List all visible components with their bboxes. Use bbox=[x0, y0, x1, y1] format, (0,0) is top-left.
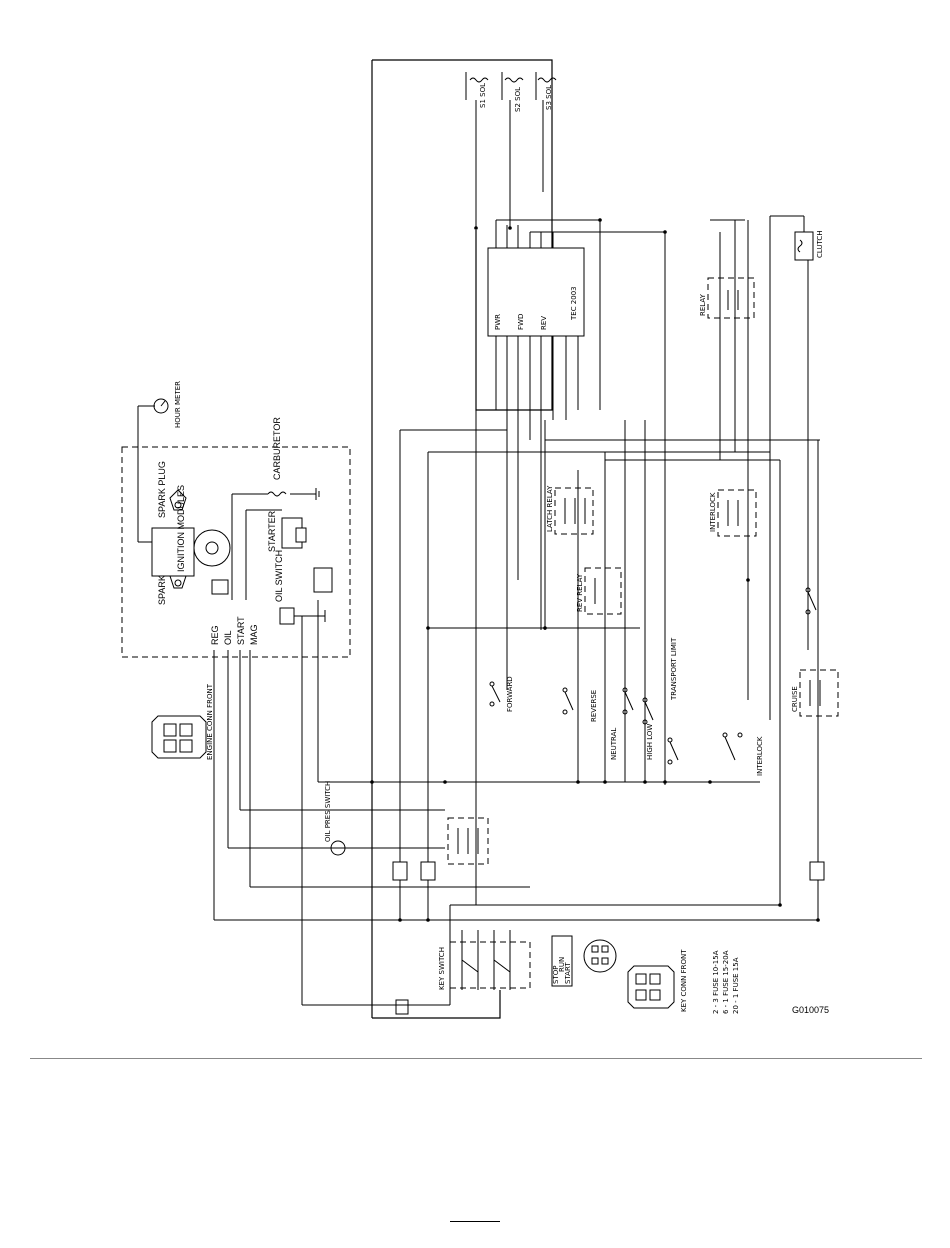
svg-text:S2 SOL: S2 SOL bbox=[514, 87, 522, 112]
key-conn-label: KEY CONN FRONT bbox=[680, 949, 688, 1012]
svg-text:S3 SOL: S3 SOL bbox=[545, 85, 553, 110]
harness-vertical-runs bbox=[399, 216, 819, 920]
controller-module: TEC 2003 PWR FWD REV bbox=[487, 220, 585, 630]
key-pos-stop: STOP bbox=[552, 966, 560, 984]
switch-high-low: HIGH LOW bbox=[642, 697, 654, 760]
switch-neutral: NEUTRAL bbox=[610, 687, 634, 760]
svg-text:RELAY: RELAY bbox=[699, 293, 707, 316]
svg-text:FORWARD: FORWARD bbox=[506, 676, 514, 712]
starter-icon bbox=[281, 517, 307, 549]
page-footer-rule bbox=[450, 1221, 500, 1222]
terminal-start-label: START bbox=[236, 616, 246, 645]
reverse-relay: REV RELAY bbox=[576, 567, 622, 615]
regulator-icon bbox=[313, 567, 333, 593]
solenoid-coil-2 bbox=[501, 72, 524, 228]
key-pos-run: RUN bbox=[558, 957, 566, 972]
key-switch-label: KEY SWITCH bbox=[438, 947, 446, 990]
svg-text:REV: REV bbox=[540, 316, 548, 330]
latching-relay: LATCH RELAY bbox=[546, 485, 594, 535]
spark-plug-bottom-label: SPARK PLUG bbox=[157, 548, 167, 605]
svg-text:PWR: PWR bbox=[494, 314, 502, 330]
key-pos-start: START bbox=[564, 962, 572, 984]
oil-switch-icon bbox=[279, 607, 326, 625]
key-connector-front: KEY CONN FRONT bbox=[627, 949, 688, 1012]
spark-plug-top-label: SPARK PLUG bbox=[157, 461, 167, 518]
spark-plug-top-icon bbox=[169, 489, 187, 511]
solenoid-coil-3 bbox=[535, 72, 557, 192]
terminal-oil-label: OIL bbox=[223, 630, 233, 645]
svg-text:TRANSPORT LIMIT: TRANSPORT LIMIT bbox=[670, 637, 678, 701]
key-front-view-icon bbox=[583, 939, 617, 973]
svg-text:FWD: FWD bbox=[517, 314, 525, 330]
key-positions-legend: STOP RUN START bbox=[551, 935, 573, 987]
key-switch: KEY SWITCH bbox=[302, 905, 531, 1006]
page-divider bbox=[30, 1058, 922, 1059]
carburetor-icon bbox=[232, 488, 320, 500]
fuse-note-2: 6 - 1 FUSE 15-20A bbox=[722, 950, 730, 1014]
harness-horizontal-runs bbox=[214, 219, 820, 921]
carburetor-label: CARBURETOR bbox=[272, 417, 282, 480]
engine-connector-front: ENGINE CONN FRONT bbox=[151, 683, 214, 760]
controller-pins-bottom bbox=[495, 336, 579, 630]
fuse-blocks bbox=[392, 861, 825, 1015]
top-solenoids: S1 SOL S2 SOL S3 SOL bbox=[465, 72, 557, 228]
switch-interlock: INTERLOCK bbox=[722, 732, 764, 776]
svg-text:INTERLOCK: INTERLOCK bbox=[756, 736, 764, 776]
svg-text:HIGH LOW: HIGH LOW bbox=[646, 724, 654, 760]
switch-forward: FORWARD bbox=[489, 676, 514, 712]
junction-dots bbox=[370, 218, 820, 922]
svg-text:LATCH RELAY: LATCH RELAY bbox=[546, 485, 554, 532]
switch-reverse: REVERSE bbox=[562, 687, 598, 722]
fuse-notes: 2 - 3 FUSE 10-15A 6 - 1 FUSE 15-20A 20 -… bbox=[712, 950, 740, 1014]
engine-conn-label: ENGINE CONN FRONT bbox=[206, 683, 214, 760]
fuse-note-3: 20 - 1 FUSE 15A bbox=[732, 957, 740, 1014]
svg-text:INTERLOCK: INTERLOCK bbox=[709, 492, 717, 532]
relay-upper-right: RELAY bbox=[699, 277, 755, 319]
oil-relay bbox=[447, 817, 489, 865]
terminal-reg-label: REG bbox=[210, 625, 220, 645]
oil-pressure-icon: OIL PRES SWITCH bbox=[324, 781, 346, 856]
svg-text:S1 SOL: S1 SOL bbox=[479, 83, 487, 108]
figure-id-label: G010075 bbox=[792, 1005, 830, 1015]
ignition-modules-label: IGNITION MODULES bbox=[176, 485, 186, 572]
svg-text:TEC 2003: TEC 2003 bbox=[570, 286, 578, 321]
main-harness-frame bbox=[371, 59, 553, 1019]
switch-transport-limit: TRANSPORT LIMIT bbox=[667, 637, 679, 765]
hour-meter-label: HOUR METER bbox=[174, 381, 182, 428]
svg-text:NEUTRAL: NEUTRAL bbox=[610, 728, 618, 760]
oil-switch-label: OIL SWITCH bbox=[274, 550, 284, 602]
starter-label: STARTER bbox=[267, 510, 277, 552]
svg-text:CRUISE: CRUISE bbox=[791, 686, 799, 712]
oil-pressure-label: OIL PRES SWITCH bbox=[324, 781, 332, 842]
controller-pins-top bbox=[495, 220, 554, 248]
svg-text:REV RELAY: REV RELAY bbox=[576, 573, 584, 612]
engine-terminal-labels: REG OIL START MAG bbox=[210, 600, 319, 1005]
hour-meter-icon: HOUR METER bbox=[138, 381, 182, 428]
clutch-coil: CLUTCH bbox=[770, 215, 824, 261]
fuse-note-1: 2 - 3 FUSE 10-15A bbox=[712, 950, 720, 1014]
neutral-relay-right: INTERLOCK bbox=[709, 489, 757, 537]
ignition-module-icon bbox=[151, 527, 231, 595]
svg-text:REVERSE: REVERSE bbox=[590, 690, 598, 722]
solenoid-coil-1 bbox=[465, 72, 489, 228]
terminal-mag-label: MAG bbox=[249, 624, 259, 645]
engine-assembly: SPARK PLUG SPARK PLUG IGNITION MODULES C… bbox=[121, 406, 351, 658]
cruise-relay: CRUISE bbox=[791, 669, 839, 717]
svg-text:CLUTCH: CLUTCH bbox=[816, 230, 824, 258]
switch-upper-right bbox=[805, 587, 817, 615]
